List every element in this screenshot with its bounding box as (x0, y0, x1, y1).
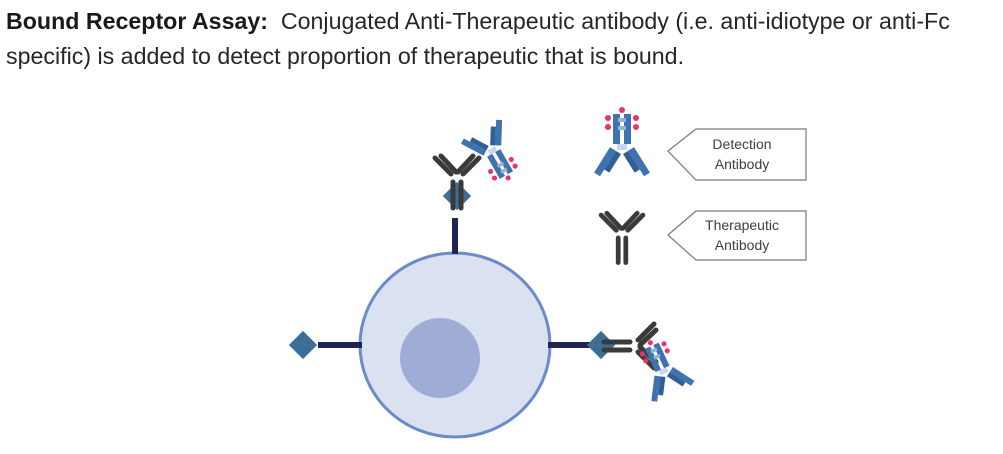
detection-antibody-top (458, 114, 530, 193)
receptor-top (442, 181, 472, 254)
nucleus (400, 318, 480, 398)
therapeutic-antibody-icon (601, 213, 643, 262)
detection-antibody-icon (594, 107, 650, 180)
receptor-left (288, 330, 362, 360)
legend-therapeutic-line1: Therapeutic (705, 217, 779, 233)
legend-detection-callout: Detection Antibody (667, 128, 807, 181)
legend-detection-line2: Antibody (715, 156, 769, 172)
caption-title: Bound Receptor Assay: (6, 8, 268, 34)
caption-text: Conjugated Anti-Therapeutic antibody (i.… (6, 8, 950, 69)
receptor-right (548, 330, 616, 360)
caption: Bound Receptor Assay: Conjugated Anti-Th… (6, 4, 1001, 74)
legend-therapeutic-line2: Antibody (715, 237, 769, 253)
legend-therapeutic-callout: Therapeutic Antibody (667, 210, 807, 261)
legend-detection-line1: Detection (712, 136, 771, 152)
